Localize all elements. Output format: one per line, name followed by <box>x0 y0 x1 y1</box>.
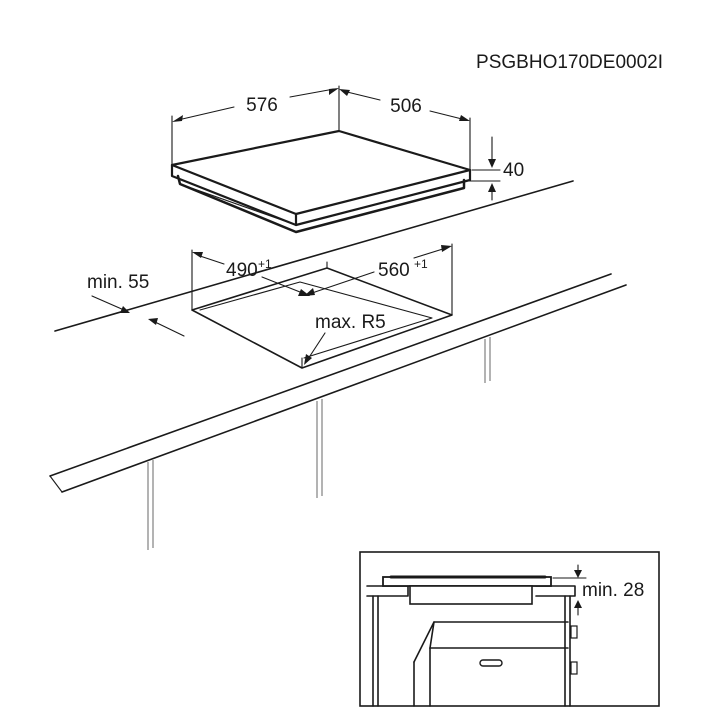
cabinet-sides <box>147 337 491 550</box>
corner-radius-label: max. R5 <box>315 312 386 333</box>
cutout-depth-dimension: 560 +1 <box>304 243 453 316</box>
hob-depth-label: 506 <box>390 96 422 117</box>
hob-width-label: 576 <box>246 95 278 116</box>
hob-height-dimension: 40 <box>466 136 524 201</box>
drawing-code: PSGBHO170DE0002I <box>476 52 663 73</box>
cutout-depth-tolerance: +1 <box>414 257 428 271</box>
cutout-width-dimension: 490 +1 <box>191 249 328 311</box>
cutout-width-label: 490 <box>226 260 258 281</box>
corner-radius-callout: max. R5 <box>304 312 386 365</box>
cutout-depth-label: 560 <box>378 260 410 281</box>
min-clearance-label: min. 28 <box>582 580 644 601</box>
cutout-width-tolerance: +1 <box>258 257 272 271</box>
hob-illustration <box>170 129 472 234</box>
hob-depth-dimension: 506 <box>339 89 471 171</box>
hob-height-label: 40 <box>503 160 524 181</box>
detail-inset: min. 28 <box>359 551 660 707</box>
min-edge-distance-dimension: min. 55 <box>87 272 185 337</box>
hob-width-dimension: 576 <box>171 85 340 166</box>
min-edge-distance-label: min. 55 <box>87 272 149 293</box>
worktop <box>49 180 627 493</box>
